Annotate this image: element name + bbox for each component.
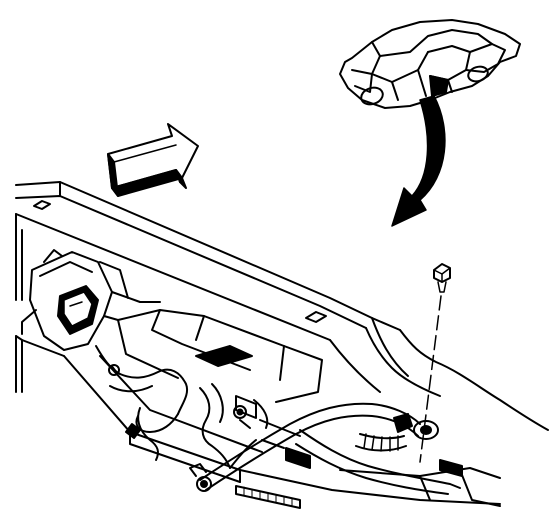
wiring-harness: [108, 364, 461, 495]
vehicle-locator-icon: [339, 19, 521, 109]
connector-block: [21, 249, 161, 375]
front-direction-arrow: [107, 123, 199, 197]
body-panel: [15, 181, 549, 509]
mounting-bolt: [433, 263, 451, 293]
locator-pointer-arrow: [391, 95, 446, 227]
bolt-centerline: [419, 295, 442, 463]
